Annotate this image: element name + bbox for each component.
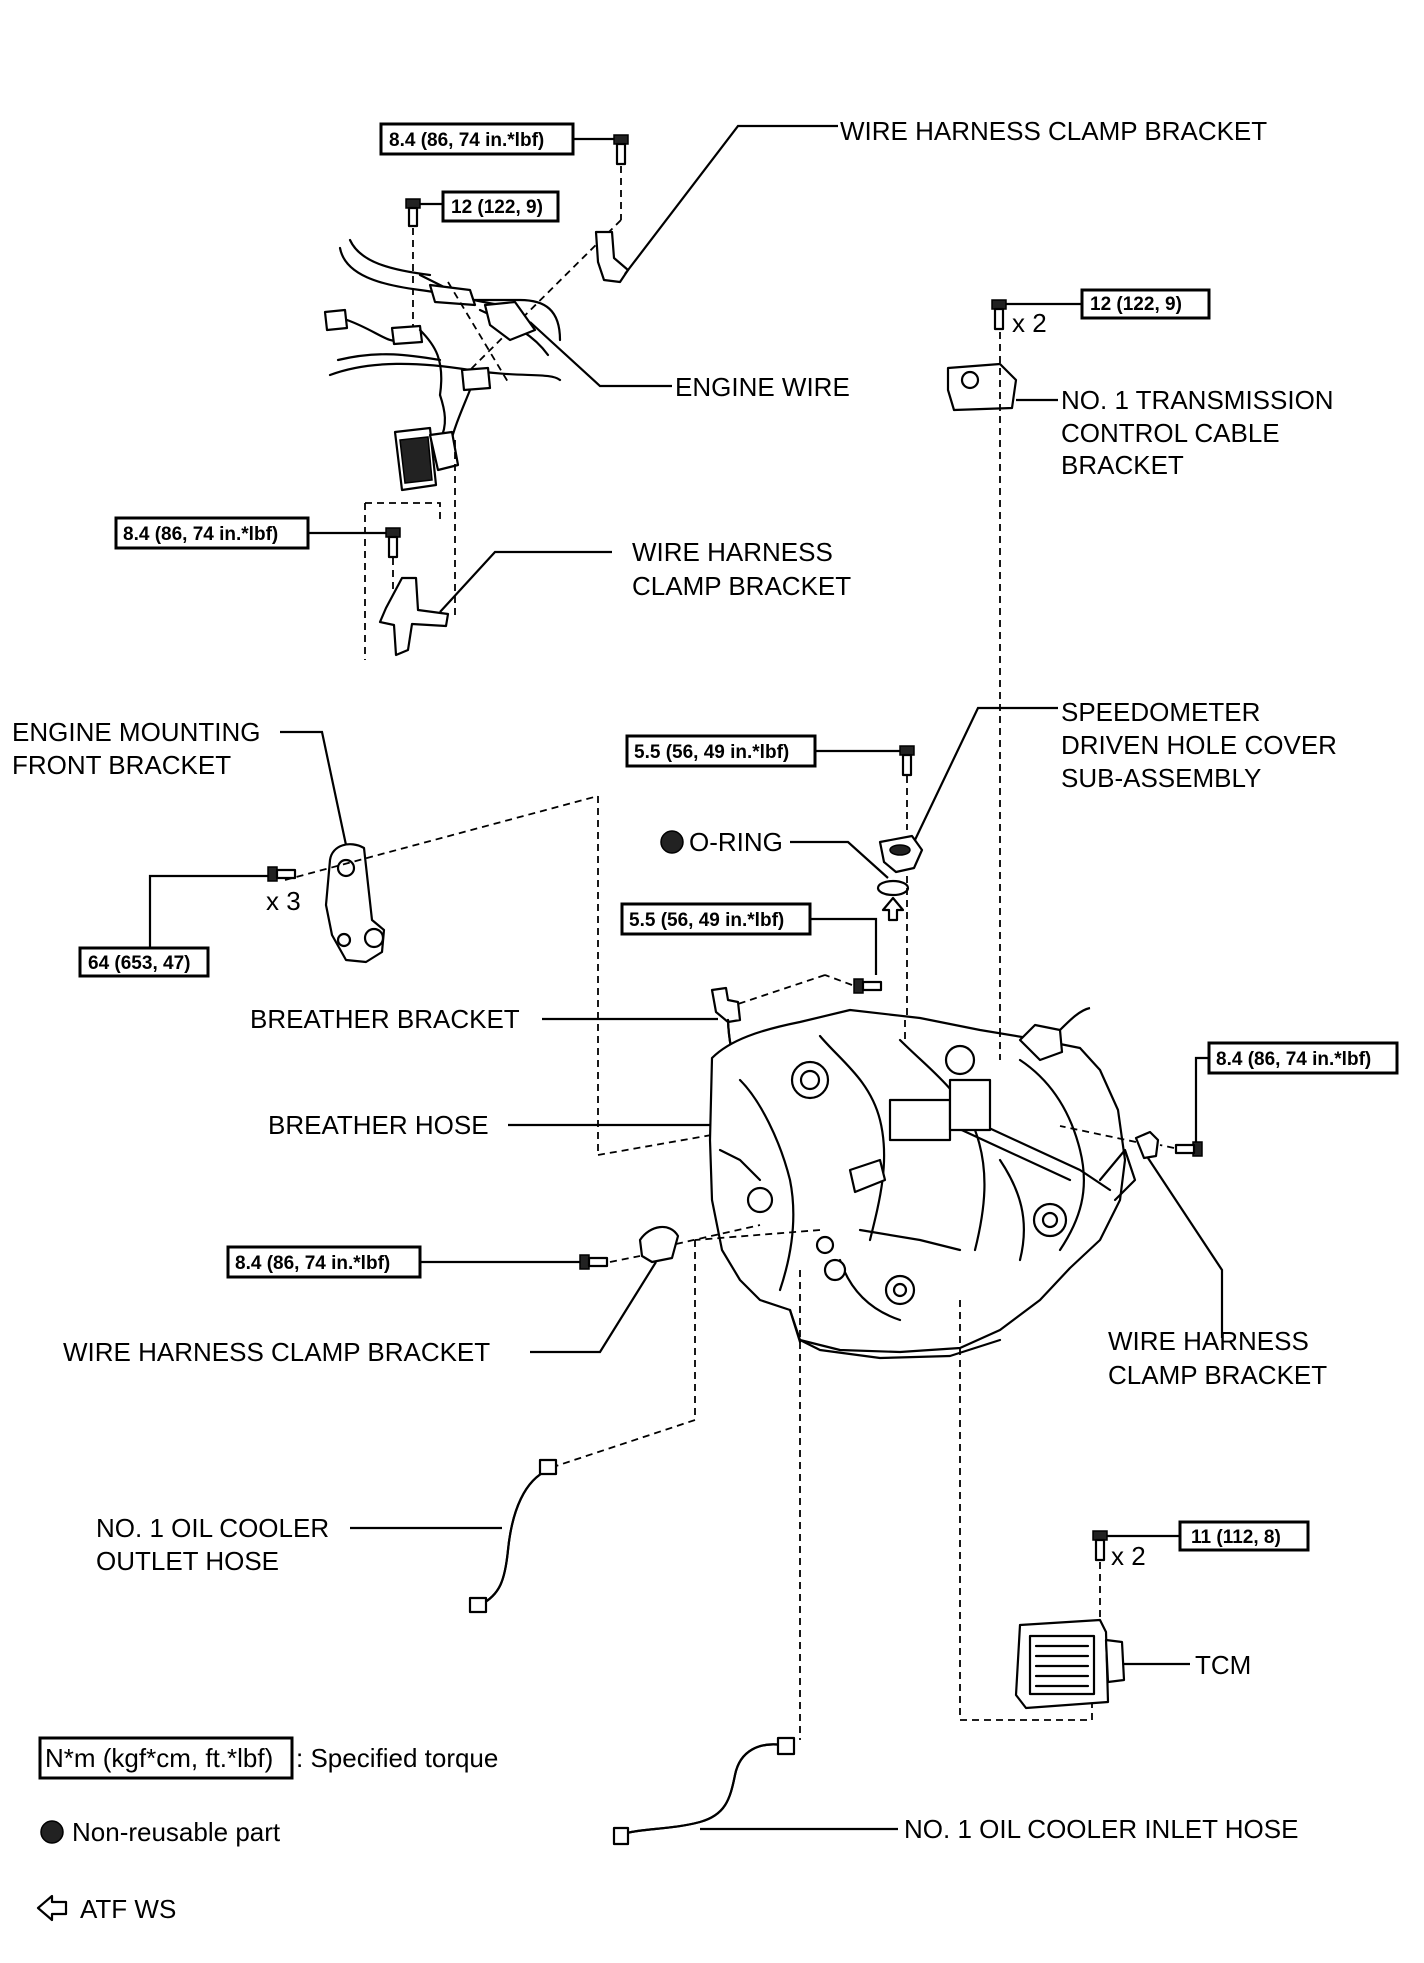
label-outlet-hose-2: OUTLET HOSE xyxy=(96,1546,279,1576)
svg-text:5.5 (56, 49 in.*lbf): 5.5 (56, 49 in.*lbf) xyxy=(629,910,784,931)
svg-text:11 (112, 8): 11 (112, 8) xyxy=(1191,1527,1281,1548)
label-speedometer-1: SPEEDOMETER xyxy=(1061,697,1260,727)
bolt-icon xyxy=(579,1254,609,1270)
breather-bracket-part xyxy=(710,986,742,1024)
label-wire-harness-clamp-bracket-left: WIRE HARNESS CLAMP BRACKET xyxy=(63,1337,490,1367)
label-breather-bracket: BREATHER BRACKET xyxy=(250,1004,520,1034)
label-inlet-hose: NO. 1 OIL COOLER INLET HOSE xyxy=(904,1814,1298,1844)
wire-harness-clamp-bracket-right-part xyxy=(1134,1130,1160,1160)
engine-wire-part xyxy=(323,238,562,492)
torque-box-speedometer: 5.5 (56, 49 in.*lbf) xyxy=(625,734,817,768)
bolt-icon xyxy=(991,299,1007,331)
torque-box-wire-harness-left: 8.4 (86, 74 in.*lbf) xyxy=(226,1245,422,1279)
svg-text:5.5 (56, 49 in.*lbf): 5.5 (56, 49 in.*lbf) xyxy=(634,742,789,763)
torque-box-wire-harness-right: 8.4 (86, 74 in.*lbf) xyxy=(1207,1041,1399,1075)
o-ring-part xyxy=(876,879,910,897)
label-tcc-bracket-3: BRACKET xyxy=(1061,450,1184,480)
legend-torque-units: N*m (kgf*cm, ft.*lbf) xyxy=(45,1743,273,1773)
svg-text:12 (122, 9): 12 (122, 9) xyxy=(451,197,543,218)
label-wire-harness-clamp-bracket-right-1: WIRE HARNESS xyxy=(1108,1326,1309,1356)
torque-box-wire-harness-mid: 8.4 (86, 74 in.*lbf) xyxy=(114,516,310,550)
legend: N*m (kgf*cm, ft.*lbf) : Specified torque… xyxy=(36,1736,498,1924)
torque-box-engine-wire: 12 (122, 9) xyxy=(441,190,560,223)
label-engine-mounting-1: ENGINE MOUNTING xyxy=(12,717,260,747)
label-tcc-bracket-1: NO. 1 TRANSMISSION xyxy=(1061,385,1334,415)
label-x3: x 3 xyxy=(266,886,301,916)
torque-box-tcc-bracket: 12 (122, 9) xyxy=(1080,288,1211,320)
torque-box-engine-mounting: 64 (653, 47) xyxy=(78,946,210,978)
svg-text:12 (122, 9): 12 (122, 9) xyxy=(1090,294,1182,315)
svg-text:8.4 (86, 74 in.*lbf): 8.4 (86, 74 in.*lbf) xyxy=(1216,1049,1371,1070)
atf-arrow-icon xyxy=(36,1894,68,1922)
torque-box-wire-harness-top: 8.4 (86, 74 in.*lbf) xyxy=(379,122,575,156)
label-x2-tcc: x 2 xyxy=(1012,308,1047,338)
transmission-control-cable-bracket-part xyxy=(946,362,1018,412)
label-wire-harness-clamp-bracket-right-2: CLAMP BRACKET xyxy=(1108,1360,1327,1390)
bolt-icon xyxy=(1174,1141,1203,1157)
bolt-icon xyxy=(267,866,297,882)
bolt-icon xyxy=(613,134,629,166)
label-engine-mounting-2: FRONT BRACKET xyxy=(12,750,231,780)
label-speedometer-2: DRIVEN HOLE COVER xyxy=(1061,730,1337,760)
label-engine-wire: ENGINE WIRE xyxy=(675,372,850,402)
torque-box-breather: 5.5 (56, 49 in.*lbf) xyxy=(620,902,812,936)
legend-atf: ATF WS xyxy=(80,1894,176,1924)
bolt-icon xyxy=(1092,1530,1108,1562)
svg-text:8.4 (86, 74 in.*lbf): 8.4 (86, 74 in.*lbf) xyxy=(389,130,544,151)
oil-cooler-outlet-hose-part xyxy=(478,1468,550,1607)
label-wire-harness-clamp-bracket-mid-1: WIRE HARNESS xyxy=(632,537,833,567)
label-tcc-bracket-2: CONTROL CABLE xyxy=(1061,418,1280,448)
tcm-part xyxy=(1014,1618,1126,1710)
label-breather-hose: BREATHER HOSE xyxy=(268,1110,489,1140)
transmission-assembly xyxy=(708,1006,1137,1360)
svg-text:64 (653, 47): 64 (653, 47) xyxy=(88,953,190,974)
label-speedometer-3: SUB-ASSEMBLY xyxy=(1061,763,1261,793)
wire-harness-clamp-bracket-left-part xyxy=(638,1226,680,1264)
svg-text:8.4 (86, 74 in.*lbf): 8.4 (86, 74 in.*lbf) xyxy=(123,524,278,545)
bolt-icon xyxy=(899,745,915,777)
bolt-icon xyxy=(853,978,883,994)
nonreusable-dot-icon xyxy=(660,830,684,854)
label-tcm: TCM xyxy=(1195,1650,1251,1680)
wire-harness-clamp-bracket-part xyxy=(594,230,630,284)
svg-text:8.4 (86, 74 in.*lbf): 8.4 (86, 74 in.*lbf) xyxy=(235,1253,390,1274)
label-wire-harness-clamp-bracket-top: WIRE HARNESS CLAMP BRACKET xyxy=(840,116,1267,146)
label-wire-harness-clamp-bracket-mid-2: CLAMP BRACKET xyxy=(632,571,851,601)
atf-arrow-icon xyxy=(881,896,905,922)
torque-box-tcm: 11 (112, 8) xyxy=(1178,1520,1310,1552)
wire-harness-clamp-bracket-mid-part xyxy=(378,576,450,657)
label-x2-tcm: x 2 xyxy=(1111,1541,1146,1571)
legend-specified-torque: : Specified torque xyxy=(296,1743,498,1773)
bolt-icon xyxy=(405,198,421,228)
label-outlet-hose-1: NO. 1 OIL COOLER xyxy=(96,1513,329,1543)
nonreusable-dot-icon xyxy=(40,1820,64,1844)
bolt-icon xyxy=(385,527,401,559)
legend-nonreusable: Non-reusable part xyxy=(72,1817,281,1847)
label-o-ring: O-RING xyxy=(689,827,783,857)
